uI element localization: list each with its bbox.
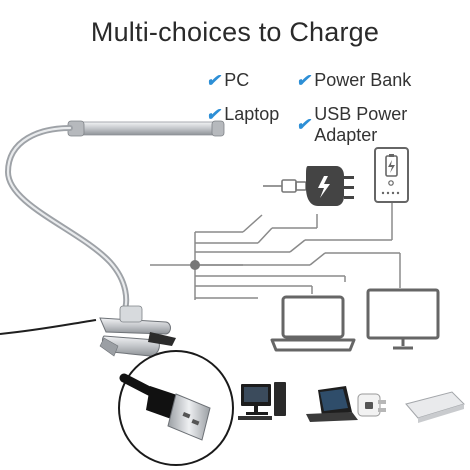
option-pc-label: PC: [224, 70, 250, 90]
option-pc: ✔ PC: [206, 70, 249, 91]
connection-lines: [150, 202, 401, 300]
usb-closeup: [118, 350, 234, 466]
option-laptop: ✔ Laptop: [206, 104, 279, 125]
laptop-icon: [270, 295, 356, 352]
lamp-clip: [99, 305, 176, 357]
lamp-cable: [0, 319, 97, 335]
device-photos: [238, 382, 465, 423]
check-icon: ✔: [206, 104, 221, 124]
monitor-icon: [366, 288, 440, 350]
check-icon: ✔: [296, 115, 311, 134]
lamp-gooseneck: [4, 125, 130, 315]
option-power-bank: ✔ Power Bank: [296, 70, 411, 91]
check-icon: ✔: [296, 70, 311, 90]
option-usb-adapter-label: USB Power Adapter: [314, 104, 408, 145]
usb-plug-icon: [263, 179, 307, 193]
wall-adapter-icon: [306, 166, 354, 206]
junction-dot-icon: [190, 260, 200, 270]
check-icon: ✔: [206, 70, 221, 90]
option-usb-adapter: ✔ USB Power Adapter: [296, 104, 470, 146]
power-bank-icon: [374, 147, 409, 203]
lamp-head: [67, 120, 225, 137]
page-title: Multi-choices to Charge: [90, 17, 380, 47]
option-power-bank-label: Power Bank: [314, 70, 412, 90]
option-laptop-label: Laptop: [224, 104, 280, 124]
